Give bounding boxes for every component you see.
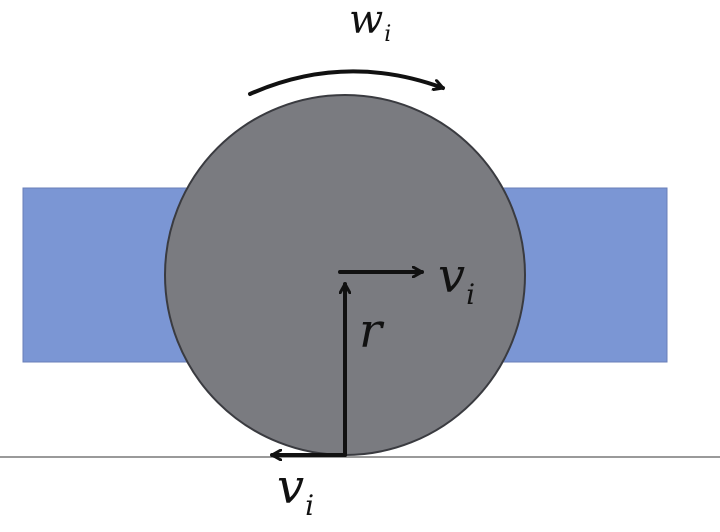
center-velocity-symbol: v: [438, 248, 465, 304]
rotation-arrow: [248, 69, 445, 96]
contact-velocity-symbol: v: [277, 459, 304, 515]
center-velocity-label: vi: [438, 248, 475, 311]
center-velocity-subscript: i: [466, 278, 475, 311]
contact-velocity-label: vi: [277, 459, 314, 522]
contact-velocity-subscript: i: [305, 489, 314, 522]
radius-label: r: [359, 303, 385, 359]
angular-velocity-symbol: w: [349, 0, 383, 43]
angular-velocity-label: wi: [349, 0, 391, 47]
angular-velocity-subscript: i: [384, 22, 391, 47]
